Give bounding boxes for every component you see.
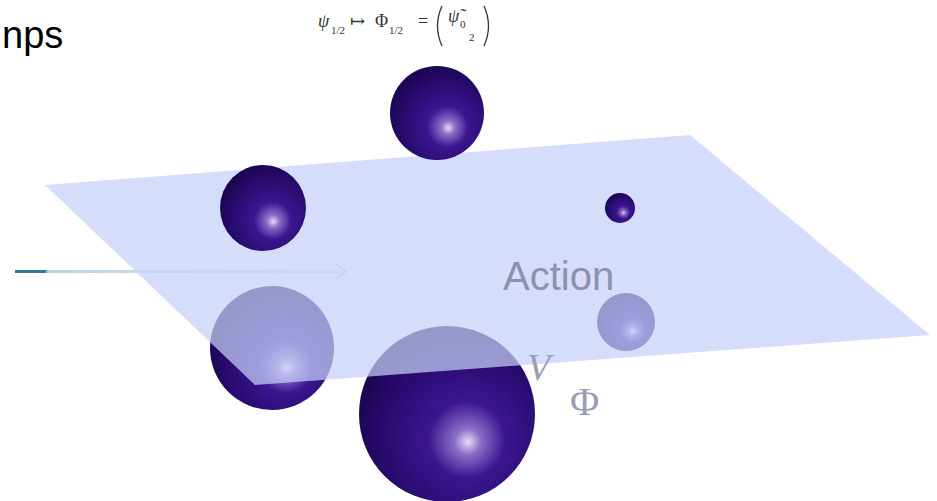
sphere — [220, 165, 306, 251]
formula-symbol: Φ — [375, 12, 388, 30]
sphere — [605, 193, 635, 223]
formula-symbol: ψ̃ — [448, 7, 459, 25]
formula-subscript: 0 — [460, 19, 466, 30]
slide-title: nps — [2, 16, 63, 54]
plane-label: Action — [503, 256, 614, 296]
plane — [45, 135, 930, 385]
space-symbol: V — [527, 348, 550, 386]
bracket — [438, 6, 443, 46]
space-subscript: Φ — [570, 382, 599, 422]
formula-symbol: ψ — [318, 12, 329, 30]
formula-symbol: ↦ — [350, 12, 365, 30]
formula-subscript: 2 — [469, 32, 475, 43]
sphere — [390, 66, 484, 160]
formula-subscript: 1/2 — [389, 25, 403, 36]
bracket — [484, 6, 489, 46]
formula-subscript: 1/2 — [331, 25, 345, 36]
formula-symbol: = — [418, 12, 428, 30]
